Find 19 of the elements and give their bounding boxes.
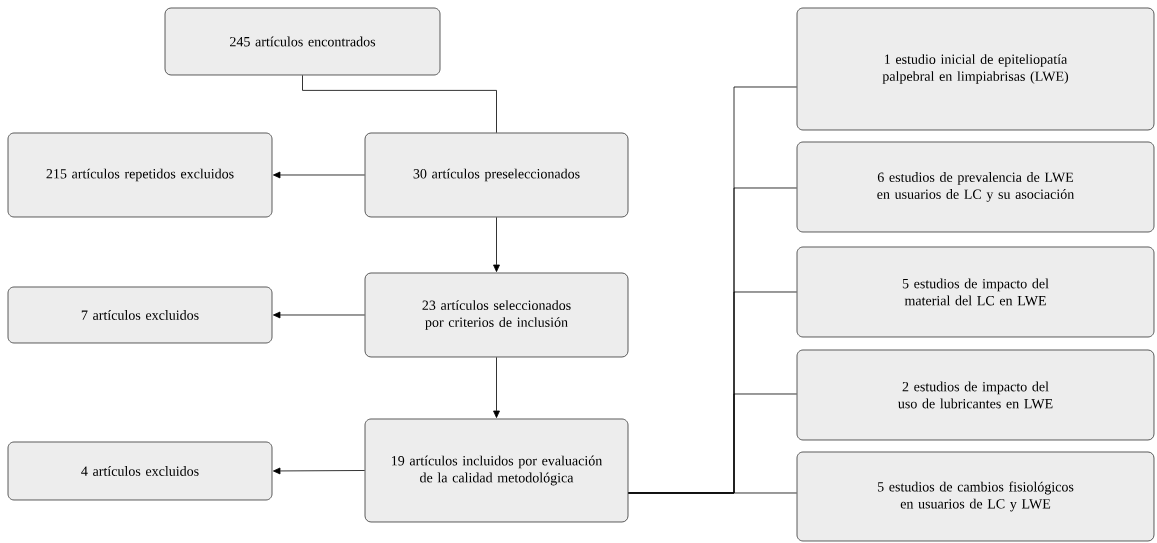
connector (302, 75, 497, 133)
connector (493, 357, 500, 418)
connector (628, 492, 797, 494)
process-box: 215 artículos repetidos excluidos (7, 132, 273, 218)
process-box: 19 artículos incluidos por evaluación de la calidad metodológica (364, 418, 629, 523)
connector (273, 311, 365, 319)
process-box: 2 estudios de impacto del uso de lubricantes en LWE (796, 349, 1155, 441)
connector (493, 217, 500, 272)
process-box: 4 artículos excluidos (7, 441, 273, 501)
process-box: 245 artículos encontrados (164, 7, 441, 76)
process-box: 30 artículos preseleccionados (364, 132, 629, 218)
process-box: 23 artículos seleccionados por criterios de inclusión (364, 272, 629, 358)
connector (273, 171, 365, 179)
process-box: 6 estudios de prevalencia de LWE en usuarios de LC y su asociación (796, 141, 1155, 233)
process-box: 5 estudios de cambios fisiológicos en usuarios de LC y LWE (796, 451, 1155, 542)
connector (273, 467, 365, 475)
process-box: 1 estudio inicial de epiteliopatía palpebral en limpiabrisas (LWE) (796, 7, 1155, 131)
process-box: 7 artículos excluidos (7, 286, 273, 344)
process-box: 5 estudios de impacto del material del LC en LWE (796, 246, 1155, 338)
